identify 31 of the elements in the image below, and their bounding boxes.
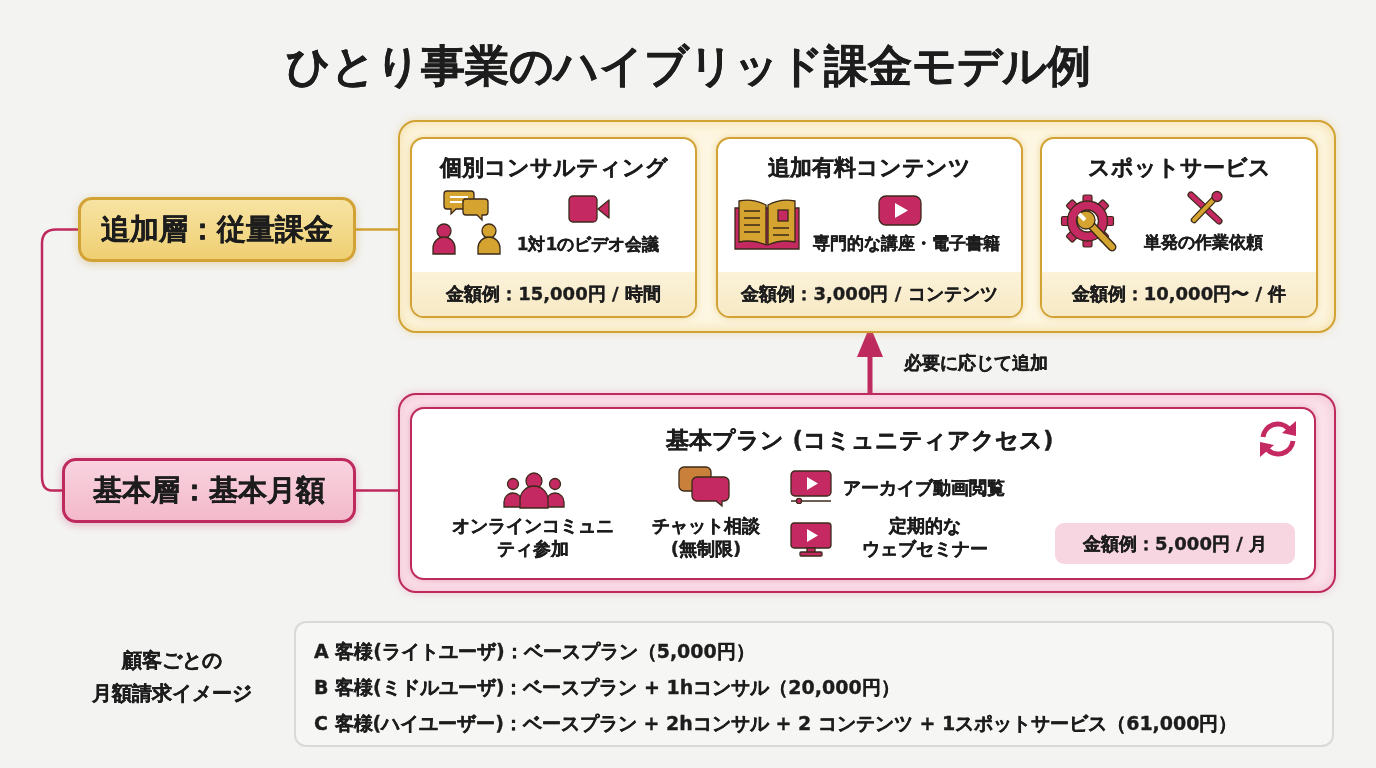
connector-line [356,228,398,231]
feature-text: チャット相談(無制限) [651,514,761,560]
connector-line [356,489,398,492]
plan-heading: 基本プラン (コミュニティアクセス) [666,426,1054,455]
tier-panel [398,393,1336,593]
service-description: 1対1のビデオ会議 [516,233,660,255]
billing-line: C 客様(ハイユーザー)：ベースプラン + 2hコンサル + 2 コンテンツ + 1スポットサービス（61,000円） [314,711,1238,736]
card-heading: スポットサービス [1087,153,1271,182]
price-band: 金額例：15,000円 / 時間 [412,272,695,316]
price-band: 金額例：3,000円 / コンテンツ [718,272,1021,316]
service-card [1040,137,1318,318]
card-heading: 追加有料コンテンツ [768,153,971,182]
title: ひとり事業のハイブリッド課金モデル例 [285,38,1091,93]
tier-label: 追加層：従量課金 [78,197,356,262]
feature-text: 定期的なウェブセミナー [861,514,989,560]
tier-label: 基本層：基本月額 [62,458,356,523]
service-card [716,137,1023,318]
service-description: 単発の作業依頼 [1143,231,1263,253]
feature-text: オンラインコミュニティ参加 [451,514,615,560]
billing-line: B 客様(ミドルユーザ)：ベースプラン + 1hコンサル（20,000円） [314,675,900,700]
plan-card [410,407,1316,580]
billing-line: A 客様(ライトユーザ)：ベースプラン（5,000円） [314,639,755,664]
feature-text: アーカイブ動画閲覧 [843,475,1005,499]
price-band: 金額例：10,000円〜 / 件 [1042,272,1316,316]
tier-panel [398,120,1336,333]
example-panel [294,621,1334,747]
price-tag: 金額例：5,000円 / 月 [1055,523,1295,564]
card-heading: 個別コンサルティング [439,153,668,182]
section-heading: 顧客ごとの月額請求イメージ [91,647,253,707]
service-card [410,137,697,318]
service-description: 専門的な講座・電子書籍 [812,232,1000,254]
